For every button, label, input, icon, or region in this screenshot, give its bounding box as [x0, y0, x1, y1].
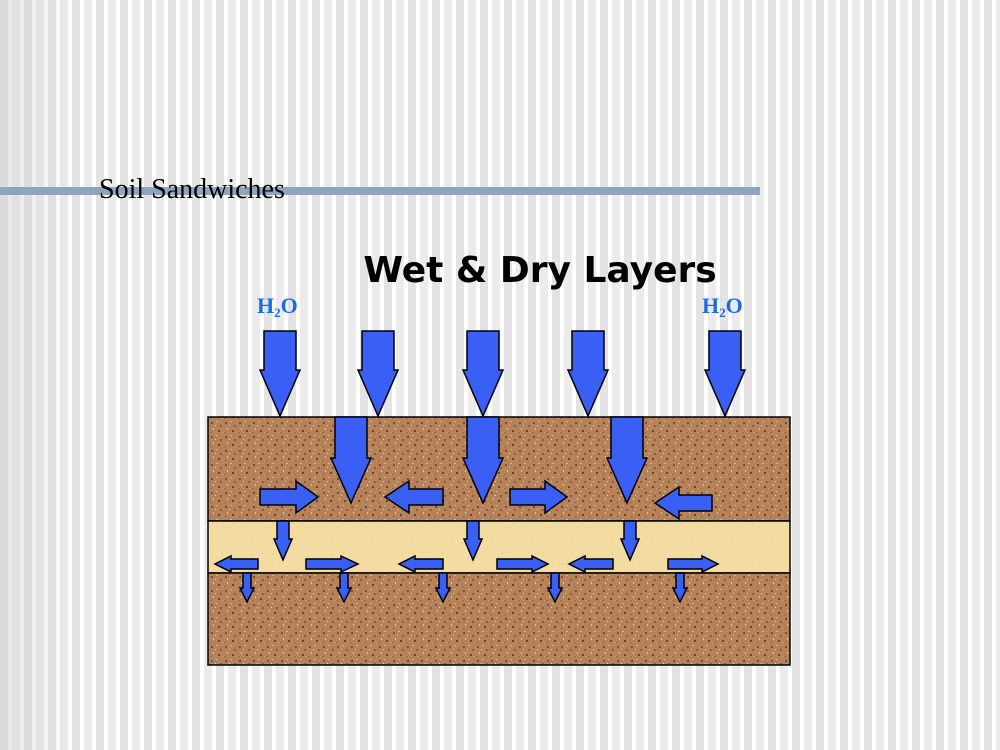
water-down-arrow — [258, 330, 302, 418]
water-down-arrow — [703, 330, 747, 418]
water-left-arrow — [653, 485, 713, 521]
water-down-arrow — [356, 330, 400, 418]
water-down-arrow — [329, 416, 373, 505]
water-right-arrow-small — [667, 554, 720, 574]
slide-title: Soil Sandwiches — [99, 174, 285, 205]
water-down-arrow — [566, 330, 610, 418]
water-left-arrow — [383, 479, 444, 515]
water-down-arrow-small — [238, 572, 256, 604]
water-down-arrow-small — [462, 520, 484, 562]
water-label-left: H2O — [257, 293, 298, 320]
water-left-arrow-small — [567, 554, 614, 574]
water-right-arrow — [259, 479, 320, 515]
water-down-arrow — [605, 416, 649, 505]
water-down-arrow-small — [335, 572, 353, 604]
bottom-soil-layer — [207, 572, 791, 666]
water-down-arrow-small — [546, 572, 564, 604]
water-down-arrow-small — [434, 572, 452, 604]
water-down-arrow-small — [272, 520, 294, 562]
water-down-arrow-small — [619, 520, 641, 562]
water-right-arrow — [509, 479, 569, 515]
title-rule — [0, 187, 760, 195]
background-fade — [0, 0, 80, 750]
water-down-arrow-small — [671, 572, 689, 604]
diagram-title: Wet & Dry Layers — [363, 250, 717, 291]
water-left-arrow-small — [213, 554, 259, 574]
water-label-right: H2O — [702, 293, 743, 320]
water-right-arrow-small — [305, 554, 360, 574]
water-down-arrow — [461, 416, 505, 505]
water-left-arrow-small — [397, 554, 444, 574]
water-right-arrow-small — [496, 554, 550, 574]
water-down-arrow — [461, 330, 505, 418]
